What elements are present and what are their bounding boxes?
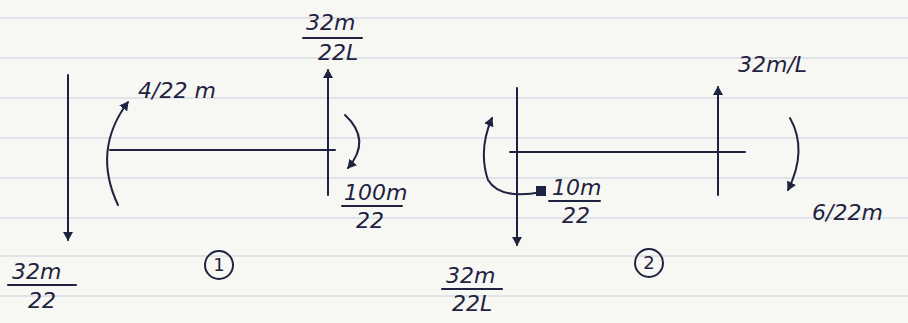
figure-number: 1 [204, 250, 234, 280]
moment-label: 6/22m [812, 200, 883, 226]
fraction-denominator: 22 [356, 208, 384, 234]
moment-label: 4/22 m [138, 78, 216, 104]
fraction-denominator: 22 [562, 203, 590, 229]
fraction-denominator: 22L [452, 291, 492, 317]
fraction-numerator: 10m [552, 175, 601, 201]
force-label: 32m/L [738, 52, 807, 78]
fraction-numerator: 100m [344, 180, 407, 206]
fraction-denominator: 22L [318, 40, 358, 66]
fraction-denominator: 22 [28, 288, 56, 314]
fraction-numerator: 32m [306, 10, 355, 36]
fraction-numerator: 32m [446, 263, 495, 289]
figure-number: 2 [634, 248, 664, 278]
fraction-numerator: 32m [12, 259, 61, 285]
